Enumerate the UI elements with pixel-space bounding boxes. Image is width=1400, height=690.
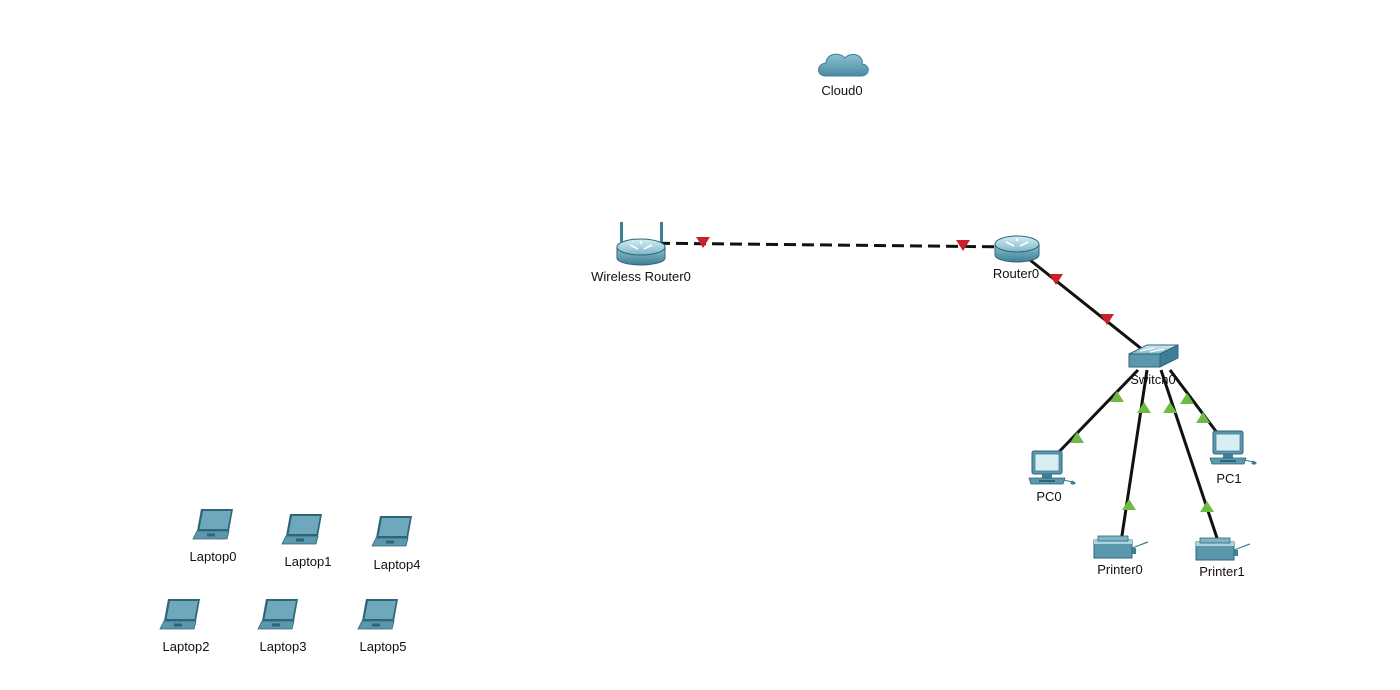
device-printer1[interactable]: Printer1 [1195,537,1251,579]
link-up-indicator [1196,412,1210,423]
device-label: Printer1 [1199,564,1245,579]
pc-icon [1209,430,1258,466]
link-up-indicator [1137,402,1151,413]
link-down-indicator [956,240,970,251]
link-down-indicator [1100,314,1114,325]
link-up-indicator [1180,393,1194,404]
device-label: Switch0 [1130,372,1176,387]
device-pc0[interactable]: PC0 [1028,450,1077,504]
device-label: PC0 [1036,489,1061,504]
device-wireless-router0[interactable]: Wireless Router0 [591,222,691,284]
link-status-markers [696,237,1214,512]
link-down-indicator [696,237,710,248]
link-switch0-printer1[interactable] [1159,369,1221,545]
device-label: Laptop1 [285,554,332,569]
device-laptop5[interactable]: Laptop5 [357,598,407,654]
laptop-icon [357,598,399,630]
device-label: Wireless Router0 [591,269,691,284]
switch-icon [1128,344,1179,368]
link-router0-switch0[interactable] [1029,258,1149,356]
device-laptop2[interactable]: Laptop2 [159,598,210,654]
laptop-icon [159,598,201,630]
link-up-indicator [1070,432,1084,443]
device-label: Laptop5 [360,639,407,654]
device-label: Router0 [993,266,1039,281]
link-up-indicator [1200,501,1214,512]
link-down-indicator [1049,274,1063,285]
link-up-indicator [1163,402,1177,413]
device-label: Cloud0 [821,83,862,98]
device-printer0[interactable]: Printer0 [1093,535,1149,577]
device-cloud0[interactable]: Cloud0 [818,53,869,98]
device-label: Printer0 [1097,562,1143,577]
laptop-icon [281,513,323,545]
device-label: Laptop4 [374,557,421,572]
device-pc1[interactable]: PC1 [1209,430,1258,486]
link-switch0-pc0[interactable] [1053,368,1140,458]
device-label: PC1 [1216,471,1241,486]
device-laptop3[interactable]: Laptop3 [257,598,307,654]
pc-icon [1028,450,1077,486]
link-up-indicator [1110,391,1124,402]
printer-icon [1093,535,1149,559]
router-icon [994,235,1040,263]
link-switch0-printer0[interactable] [1119,369,1149,543]
laptop-icon [257,598,299,630]
device-label: Laptop2 [163,639,210,654]
printer-icon [1195,537,1251,561]
laptop-icon [371,515,413,547]
device-label: Laptop0 [190,549,237,564]
device-laptop0[interactable]: Laptop0 [190,508,237,564]
laptop-icon [192,508,234,540]
link-switch0-pc1[interactable] [1168,369,1226,443]
link-up-indicator [1122,499,1136,510]
device-label: Laptop3 [260,639,307,654]
device-laptop1[interactable]: Laptop1 [281,513,332,569]
device-switch0[interactable]: Switch0 [1128,344,1179,387]
wireless-router-icon [616,222,666,266]
device-laptop4[interactable]: Laptop4 [371,515,421,572]
cloud-icon [818,53,869,77]
device-router0[interactable]: Router0 [993,235,1040,281]
links-layer [639,241,1226,545]
